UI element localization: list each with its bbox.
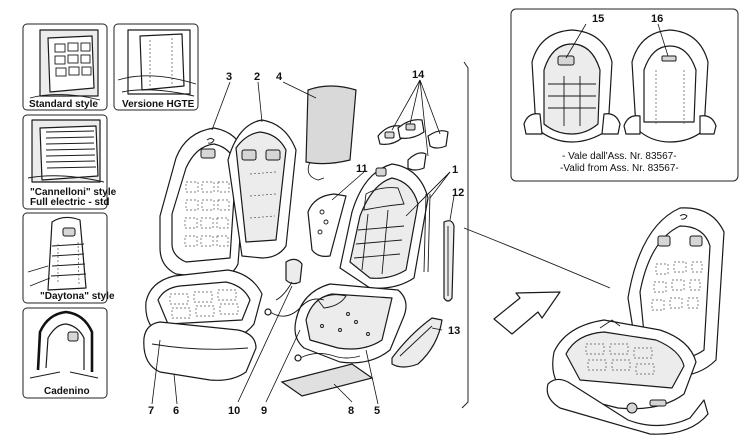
cadenino-style-label: Cadenino — [44, 386, 90, 397]
part-2-backrest-shell — [227, 119, 297, 259]
style-box-daytona: "Daytona" style — [22, 212, 115, 304]
style-box-hgte: Versione HGTE — [113, 23, 199, 111]
part-9-wiring-harness — [264, 298, 325, 317]
callout-numbers: 3 2 4 14 1 11 12 13 5 8 9 10 6 7 15 16 — [148, 13, 663, 417]
part-10-buckle — [275, 258, 303, 301]
callout-2: 2 — [254, 71, 260, 83]
direction-arrow — [493, 291, 561, 335]
part-1-seat-frame — [339, 163, 431, 289]
callout-10: 10 — [228, 405, 240, 417]
callout-8: 8 — [348, 405, 354, 417]
callout-6: 6 — [173, 405, 179, 417]
hgte-style-label: Versione HGTE — [122, 99, 195, 110]
callout-11: 11 — [356, 163, 368, 175]
daytona-style-label: "Daytona" style — [40, 291, 115, 302]
part-13-lower-cover — [391, 317, 443, 368]
callout-16: 16 — [651, 13, 663, 25]
part-12-side-trim — [443, 220, 455, 302]
style-box-standard: Standard style — [22, 23, 108, 111]
part-4-back-panel — [305, 85, 357, 181]
cannelloni-style-sublabel: Full electric - std — [30, 197, 109, 208]
validity-note-line2: -Valid from Ass. Nr. 83567- — [560, 163, 679, 174]
part-3-backrest-cover — [159, 127, 247, 279]
callout-9: 9 — [261, 405, 267, 417]
callout-1: 1 — [452, 164, 458, 176]
part-6-seat-pad — [143, 321, 257, 381]
part-11-side-panel — [307, 193, 347, 257]
callout-3: 3 — [226, 71, 232, 83]
part-14-headrest-trims — [377, 119, 449, 171]
style-box-cannelloni: "Cannelloni" style Full electric - std — [22, 114, 117, 210]
callout-15: 15 — [592, 13, 604, 25]
callout-4: 4 — [276, 71, 283, 83]
validity-note-line1: - Vale dall'Ass. Nr. 83567- — [562, 151, 677, 162]
callout-13: 13 — [448, 325, 460, 337]
standard-style-label: Standard style — [29, 99, 98, 110]
callout-14: 14 — [412, 69, 425, 81]
callout-5: 5 — [374, 405, 380, 417]
validity-inset-box: - Vale dall'Ass. Nr. 83567- -Valid from … — [510, 8, 739, 182]
style-box-cadenino: Cadenino — [22, 307, 108, 399]
part-5-seat-base — [294, 283, 407, 364]
callout-7: 7 — [148, 405, 154, 417]
leader-lines — [151, 23, 669, 405]
cannelloni-style-label: "Cannelloni" style — [30, 187, 117, 198]
assembled-seat — [546, 207, 725, 435]
callout-12: 12 — [452, 187, 464, 199]
